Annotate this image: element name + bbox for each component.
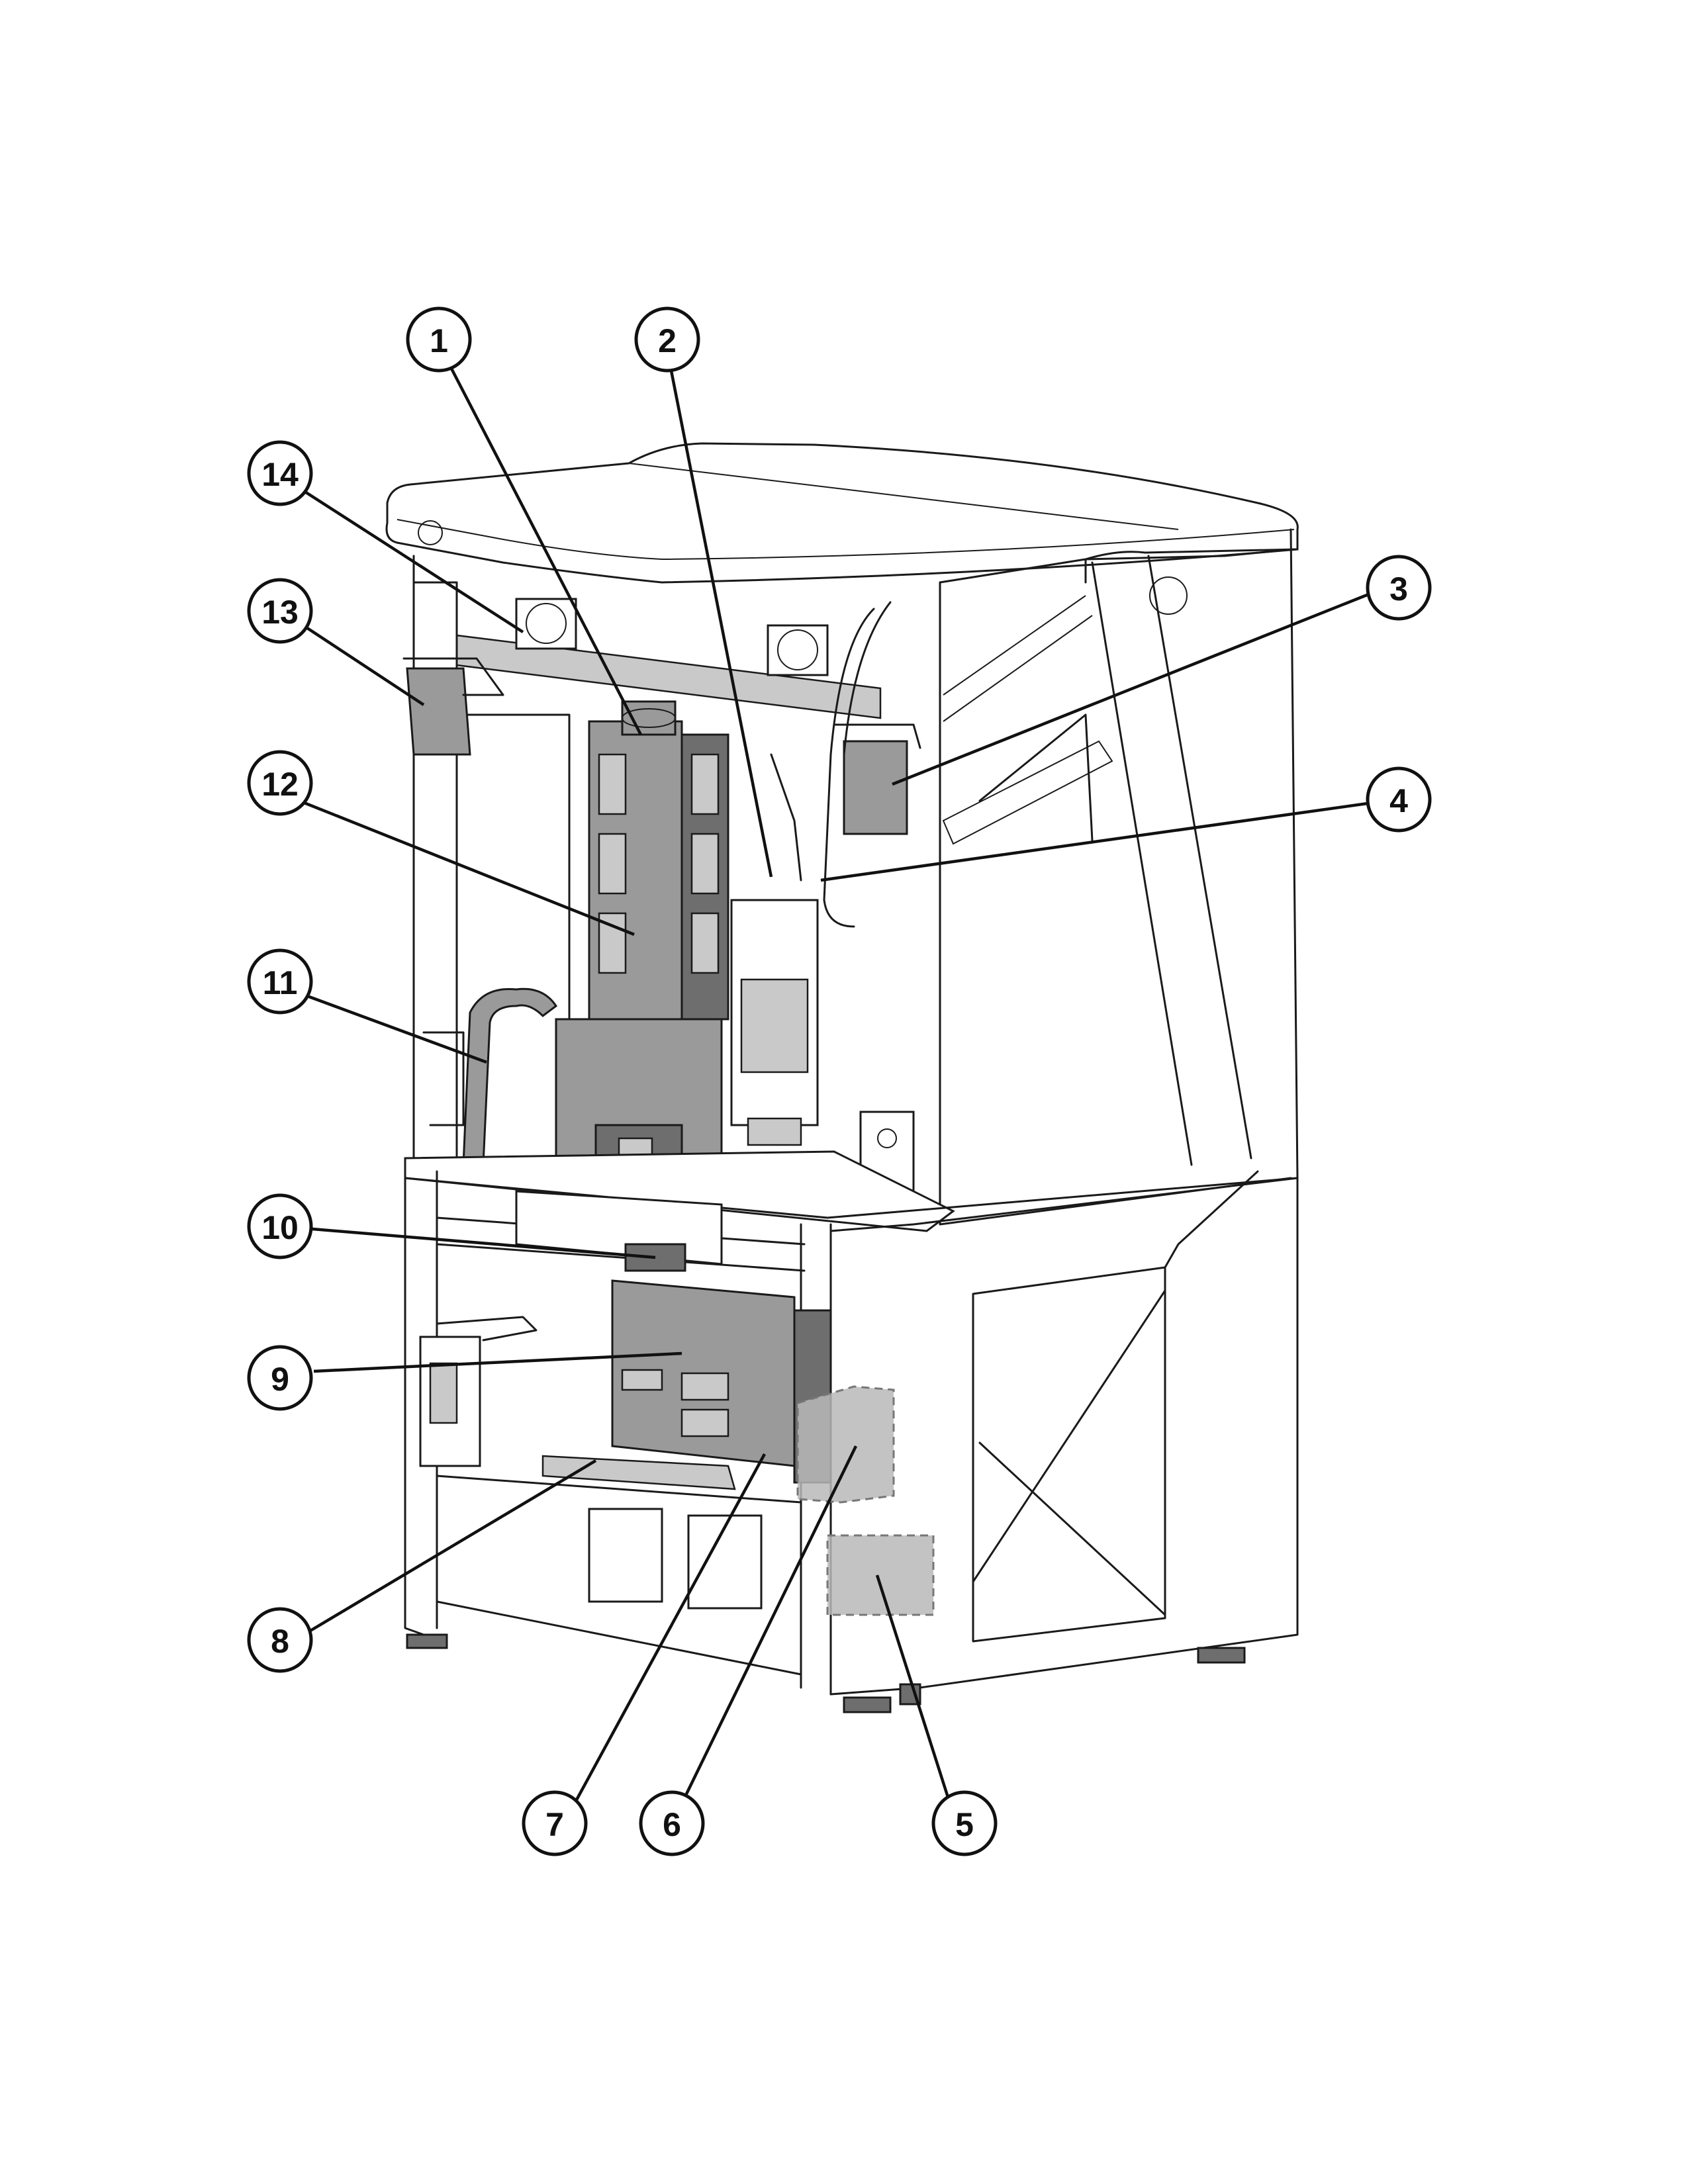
callout-10: 10	[247, 1193, 313, 1259]
callout-7: 7	[522, 1790, 588, 1856]
callout-1: 1	[406, 306, 472, 373]
leader-5	[875, 1574, 952, 1804]
callout-11: 11	[247, 948, 313, 1015]
leader-3	[892, 589, 1378, 786]
callout-label: 14	[261, 456, 299, 493]
leader-9	[313, 1351, 682, 1373]
callout-12: 12	[247, 750, 313, 816]
callout-label: 3	[1389, 570, 1408, 608]
leader-11	[301, 992, 487, 1064]
callout-label: 4	[1389, 782, 1408, 819]
leader-lines	[298, 366, 1378, 1805]
callout-9: 9	[247, 1345, 313, 1411]
callout-label: 12	[261, 766, 299, 803]
leader-8	[298, 1459, 597, 1639]
machine-illustration	[385, 442, 1299, 1713]
leader-6	[680, 1445, 858, 1804]
leader-7	[573, 1453, 766, 1805]
leader-13	[300, 623, 425, 706]
callout-label: 13	[261, 594, 299, 631]
callout-label: 2	[658, 322, 677, 359]
leader-4	[820, 800, 1378, 882]
callout-5: 5	[931, 1790, 998, 1856]
callout-label: 9	[271, 1361, 289, 1398]
callout-2: 2	[634, 306, 700, 373]
leader-1	[449, 366, 642, 736]
leader-12	[302, 800, 635, 936]
module-5	[826, 1534, 935, 1616]
callouts: 1 2 3 4 5 6 7 8	[247, 306, 1432, 1856]
callout-label: 11	[263, 964, 298, 1001]
z-motor-left	[406, 667, 471, 756]
callout-14: 14	[247, 440, 313, 506]
leader-2	[669, 367, 773, 878]
callout-label: 10	[261, 1209, 299, 1246]
callout-label: 5	[955, 1806, 974, 1843]
callout-label: 7	[545, 1806, 564, 1843]
callout-13: 13	[247, 578, 313, 644]
callout-label: 6	[663, 1806, 681, 1843]
cable-chain	[462, 987, 558, 1166]
callout-6: 6	[639, 1790, 705, 1856]
power-supply	[796, 1385, 895, 1504]
callout-8: 8	[247, 1607, 313, 1673]
leader-10	[312, 1227, 656, 1259]
callout-3: 3	[1366, 555, 1432, 621]
z-motor-right	[843, 740, 908, 835]
callout-4: 4	[1366, 766, 1432, 833]
callout-label: 8	[271, 1623, 289, 1660]
top-lid	[385, 442, 1299, 584]
callout-label: 1	[430, 322, 448, 359]
leader-14	[301, 488, 524, 633]
upper-cabinet	[412, 528, 1299, 1226]
